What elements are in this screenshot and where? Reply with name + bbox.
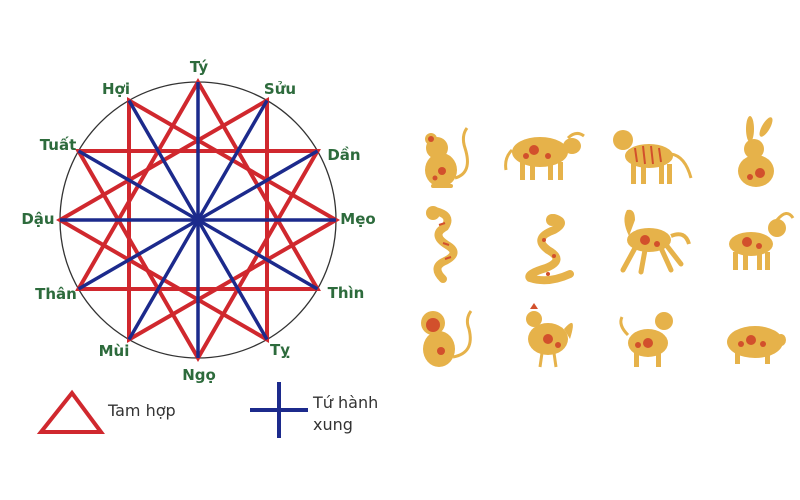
tu-hanh-xung-legend-icon	[250, 382, 308, 438]
zodiac-wheel: Tý Sửu Dần Mẹo Thìn Tỵ Ngọ Mùi Thân Dậu …	[21, 58, 378, 438]
branch-label-suu: Sửu	[264, 80, 296, 98]
branch-label-ty-snake: Tỵ	[270, 341, 290, 359]
branch-label-dau: Dậu	[21, 210, 54, 228]
branch-label-meo: Mẹo	[340, 210, 375, 228]
ox-icon	[498, 112, 588, 192]
snake-icon	[508, 208, 588, 288]
branch-label-mui: Mùi	[99, 342, 130, 360]
tiger-icon	[605, 112, 695, 192]
tu-hanh-xung-legend-label-line2: xung	[313, 415, 353, 434]
tu-hanh-xung-legend-label-line1: Tứ hành	[312, 393, 378, 412]
dog-icon	[610, 295, 690, 375]
monkey-icon	[405, 295, 485, 375]
tam-hop-legend-label: Tam hợp	[107, 401, 176, 420]
goat-icon	[715, 200, 800, 280]
dragon-icon	[405, 205, 485, 285]
branch-label-ngo: Ngọ	[182, 366, 216, 384]
pig-icon	[715, 300, 795, 380]
branch-label-than: Thân	[35, 285, 77, 303]
horse-icon	[605, 200, 695, 280]
branch-label-hoi: Hợi	[102, 80, 130, 98]
tu-hanh-xung-line	[127, 99, 269, 341]
rabbit-icon	[720, 115, 800, 195]
rooster-icon	[508, 295, 588, 375]
branch-label-thin: Thìn	[328, 284, 365, 302]
tu-hanh-xung-crosses	[60, 82, 336, 358]
branch-label-dan: Dần	[327, 146, 360, 164]
zodiac-animals-grid	[400, 100, 800, 380]
rat-icon	[405, 118, 485, 198]
branch-label-tuat: Tuất	[40, 136, 77, 154]
branch-label-ty: Tý	[190, 58, 208, 76]
tam-hop-legend-icon	[36, 389, 105, 434]
